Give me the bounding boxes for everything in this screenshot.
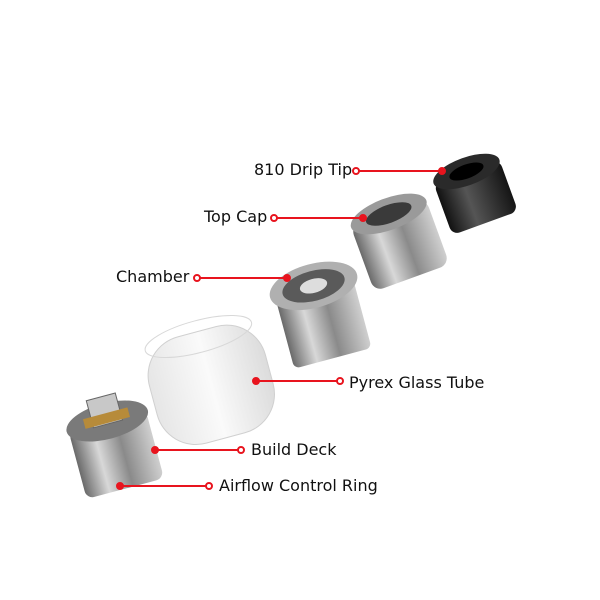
- label-airflow-ring: Airflow Control Ring: [219, 476, 378, 495]
- glass-tube-part: [144, 315, 275, 445]
- drip-tip-part: [433, 153, 516, 233]
- label-chamber: Chamber: [116, 267, 190, 286]
- label-build-deck: Build Deck: [251, 440, 337, 459]
- build-deck-part: [66, 392, 163, 498]
- top-cap-part: [350, 193, 447, 289]
- label-top-cap: Top Cap: [204, 207, 268, 226]
- leader-lines: [116, 167, 446, 490]
- label-drip-tip: 810 Drip Tip: [254, 160, 353, 179]
- chamber-part: [269, 261, 371, 368]
- label-glass-tube: Pyrex Glass Tube: [349, 373, 485, 392]
